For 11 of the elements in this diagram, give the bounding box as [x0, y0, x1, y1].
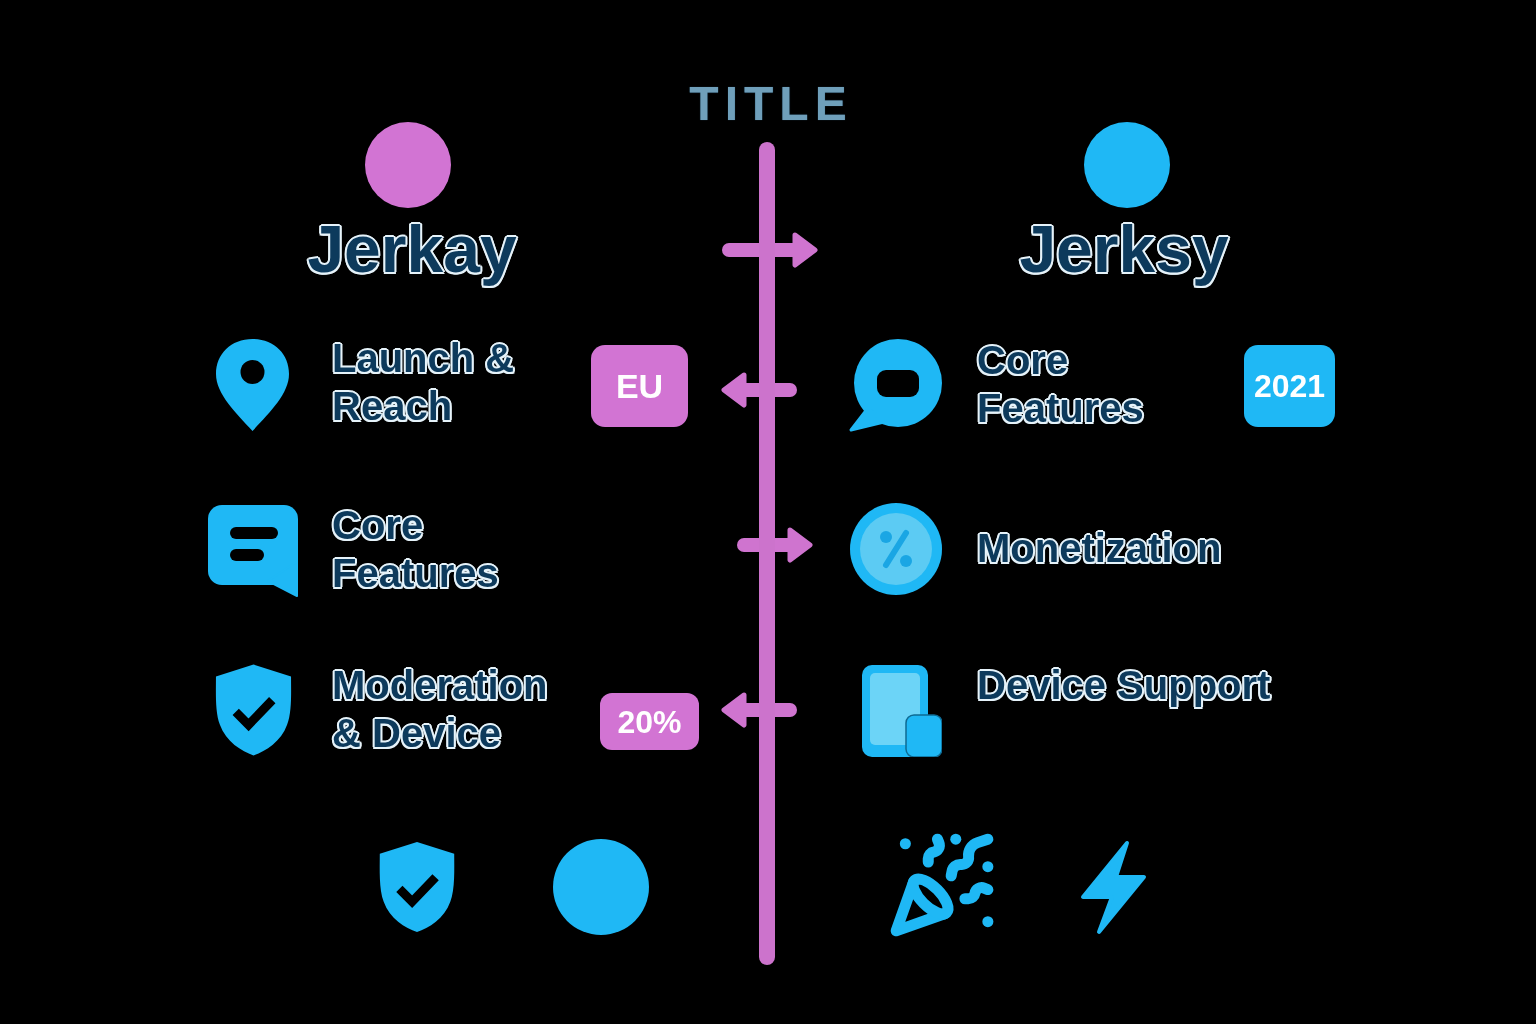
badge: EU [591, 345, 688, 427]
feature-label: Core Features [977, 337, 1145, 432]
title: TITLE [688, 80, 854, 128]
feature-label: Launch & Reach [332, 335, 516, 430]
feature-label: Device Support [977, 662, 1272, 709]
badge: 2021 [1244, 345, 1335, 427]
feature-label: Monetization [977, 525, 1223, 572]
feature-label: Core Features [332, 502, 500, 597]
feature-label: Moderation & Device [332, 662, 549, 757]
timeline-bar [759, 142, 775, 965]
badge: 20% [600, 693, 699, 750]
